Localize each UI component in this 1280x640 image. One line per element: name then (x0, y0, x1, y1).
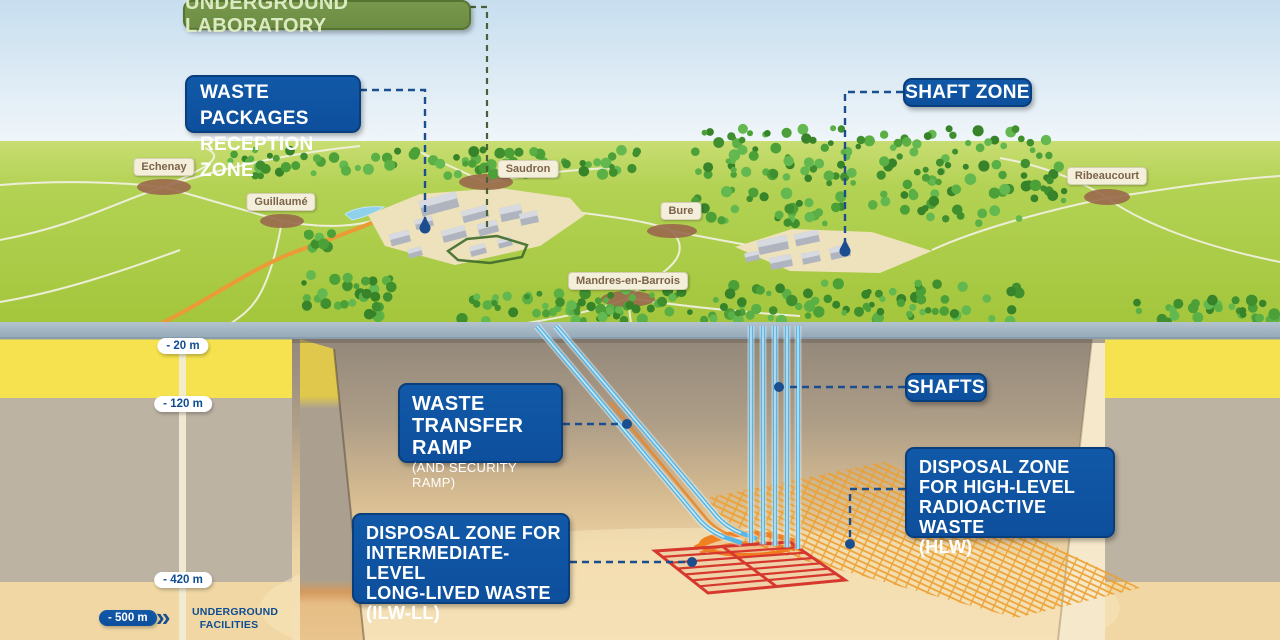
underground-laboratory-callout: UNDERGROUND LABORATORY (183, 0, 471, 37)
underground-laboratory-outline (445, 234, 529, 265)
depth-marker-500m: - 500 m (99, 610, 157, 626)
shaft-lines (747, 326, 802, 549)
village-label-guillaume: Guillaumé (246, 193, 316, 211)
ramp-line1: WASTE (412, 393, 485, 415)
waste-transfer-ramp-lines (534, 323, 759, 547)
surface-strip-edge (0, 337, 1280, 340)
disposal-zone-hlw-callout: DISPOSAL ZONE FOR HIGH-LEVEL RADIOACTIVE… (905, 447, 1115, 557)
ilw-disposal-grid (651, 540, 850, 595)
facilities-note-line1: UNDERGROUND (192, 606, 279, 618)
cutaway-left-wall (300, 339, 364, 640)
underground-laboratory-label: UNDERGROUND LABORATORY (185, 0, 349, 37)
hlw-line2: FOR HIGH-LEVEL (919, 477, 1076, 497)
surface-buildings (388, 191, 852, 271)
surface-strip (0, 322, 1280, 339)
stream (344, 206, 386, 221)
village-label-bure: Bure (660, 202, 702, 220)
disposal-zone-ilw-callout: DISPOSAL ZONE FOR INTERMEDIATE-LEVEL LON… (352, 513, 570, 623)
hlw-line1: DISPOSAL ZONE (919, 457, 1070, 477)
double-chevron-icon: » (156, 602, 171, 632)
village-label-ribeaucourt: Ribeaucourt (1066, 167, 1148, 185)
depth-ruler (179, 339, 186, 640)
ramp-line3: RAMP (412, 437, 473, 459)
shaft-zone-label: SHAFT ZONE (905, 81, 1030, 103)
facilities-note-line2: FACILITIES (199, 618, 259, 631)
ilw-line4: (ILW-LL) (366, 603, 441, 623)
waste-transfer-ramp-callout: WASTE TRANSFER RAMP (AND SECURITY RAMP) (398, 383, 563, 490)
hlw-disposal-grid (706, 462, 1140, 618)
village-label-echenay: Echenay (133, 158, 195, 176)
ilw-line2: INTERMEDIATE-LEVEL (366, 543, 510, 583)
laboratory-leader-line (470, 5, 489, 230)
leader-endpoints (419, 216, 855, 567)
village-label-mandres: Mandres-en-Barrois (568, 272, 688, 290)
ramp-line2: TRANSFER (412, 415, 524, 437)
hlw-line3: RADIOACTIVE WASTE (919, 497, 1047, 537)
waste-packages-reception-zone-callout: WASTE PACKAGES RECEPTION ZONE (185, 75, 361, 181)
shaft-zone-callout: SHAFT ZONE (903, 78, 1032, 107)
shafts-label: SHAFTS (907, 376, 985, 398)
depth-marker-20m: - 20 m (157, 338, 209, 354)
ilw-line1: DISPOSAL ZONE FOR (366, 523, 561, 543)
shafts-callout: SHAFTS (905, 373, 987, 402)
village-label-saudron: Saudron (497, 160, 559, 178)
ilw-line3: LONG-LIVED WASTE (366, 583, 551, 603)
forests (227, 123, 1280, 327)
reception-zone-line: RECEPTION ZONE (200, 134, 314, 181)
depth-marker-420m: - 420 m (154, 572, 212, 588)
orange-road (159, 210, 399, 326)
leader-lines (360, 88, 905, 564)
security-ramp-subline: (AND SECURITY RAMP) (412, 460, 517, 490)
waste-packages-line: WASTE PACKAGES (200, 82, 309, 129)
box-top-seam (292, 339, 1105, 343)
depth-marker-120m: - 120 m (154, 396, 212, 412)
underground-facilities-note: UNDERGROUND FACILITIES (192, 606, 279, 631)
village-footprints (137, 174, 1130, 307)
hlw-line4: (HLW) (919, 537, 973, 557)
